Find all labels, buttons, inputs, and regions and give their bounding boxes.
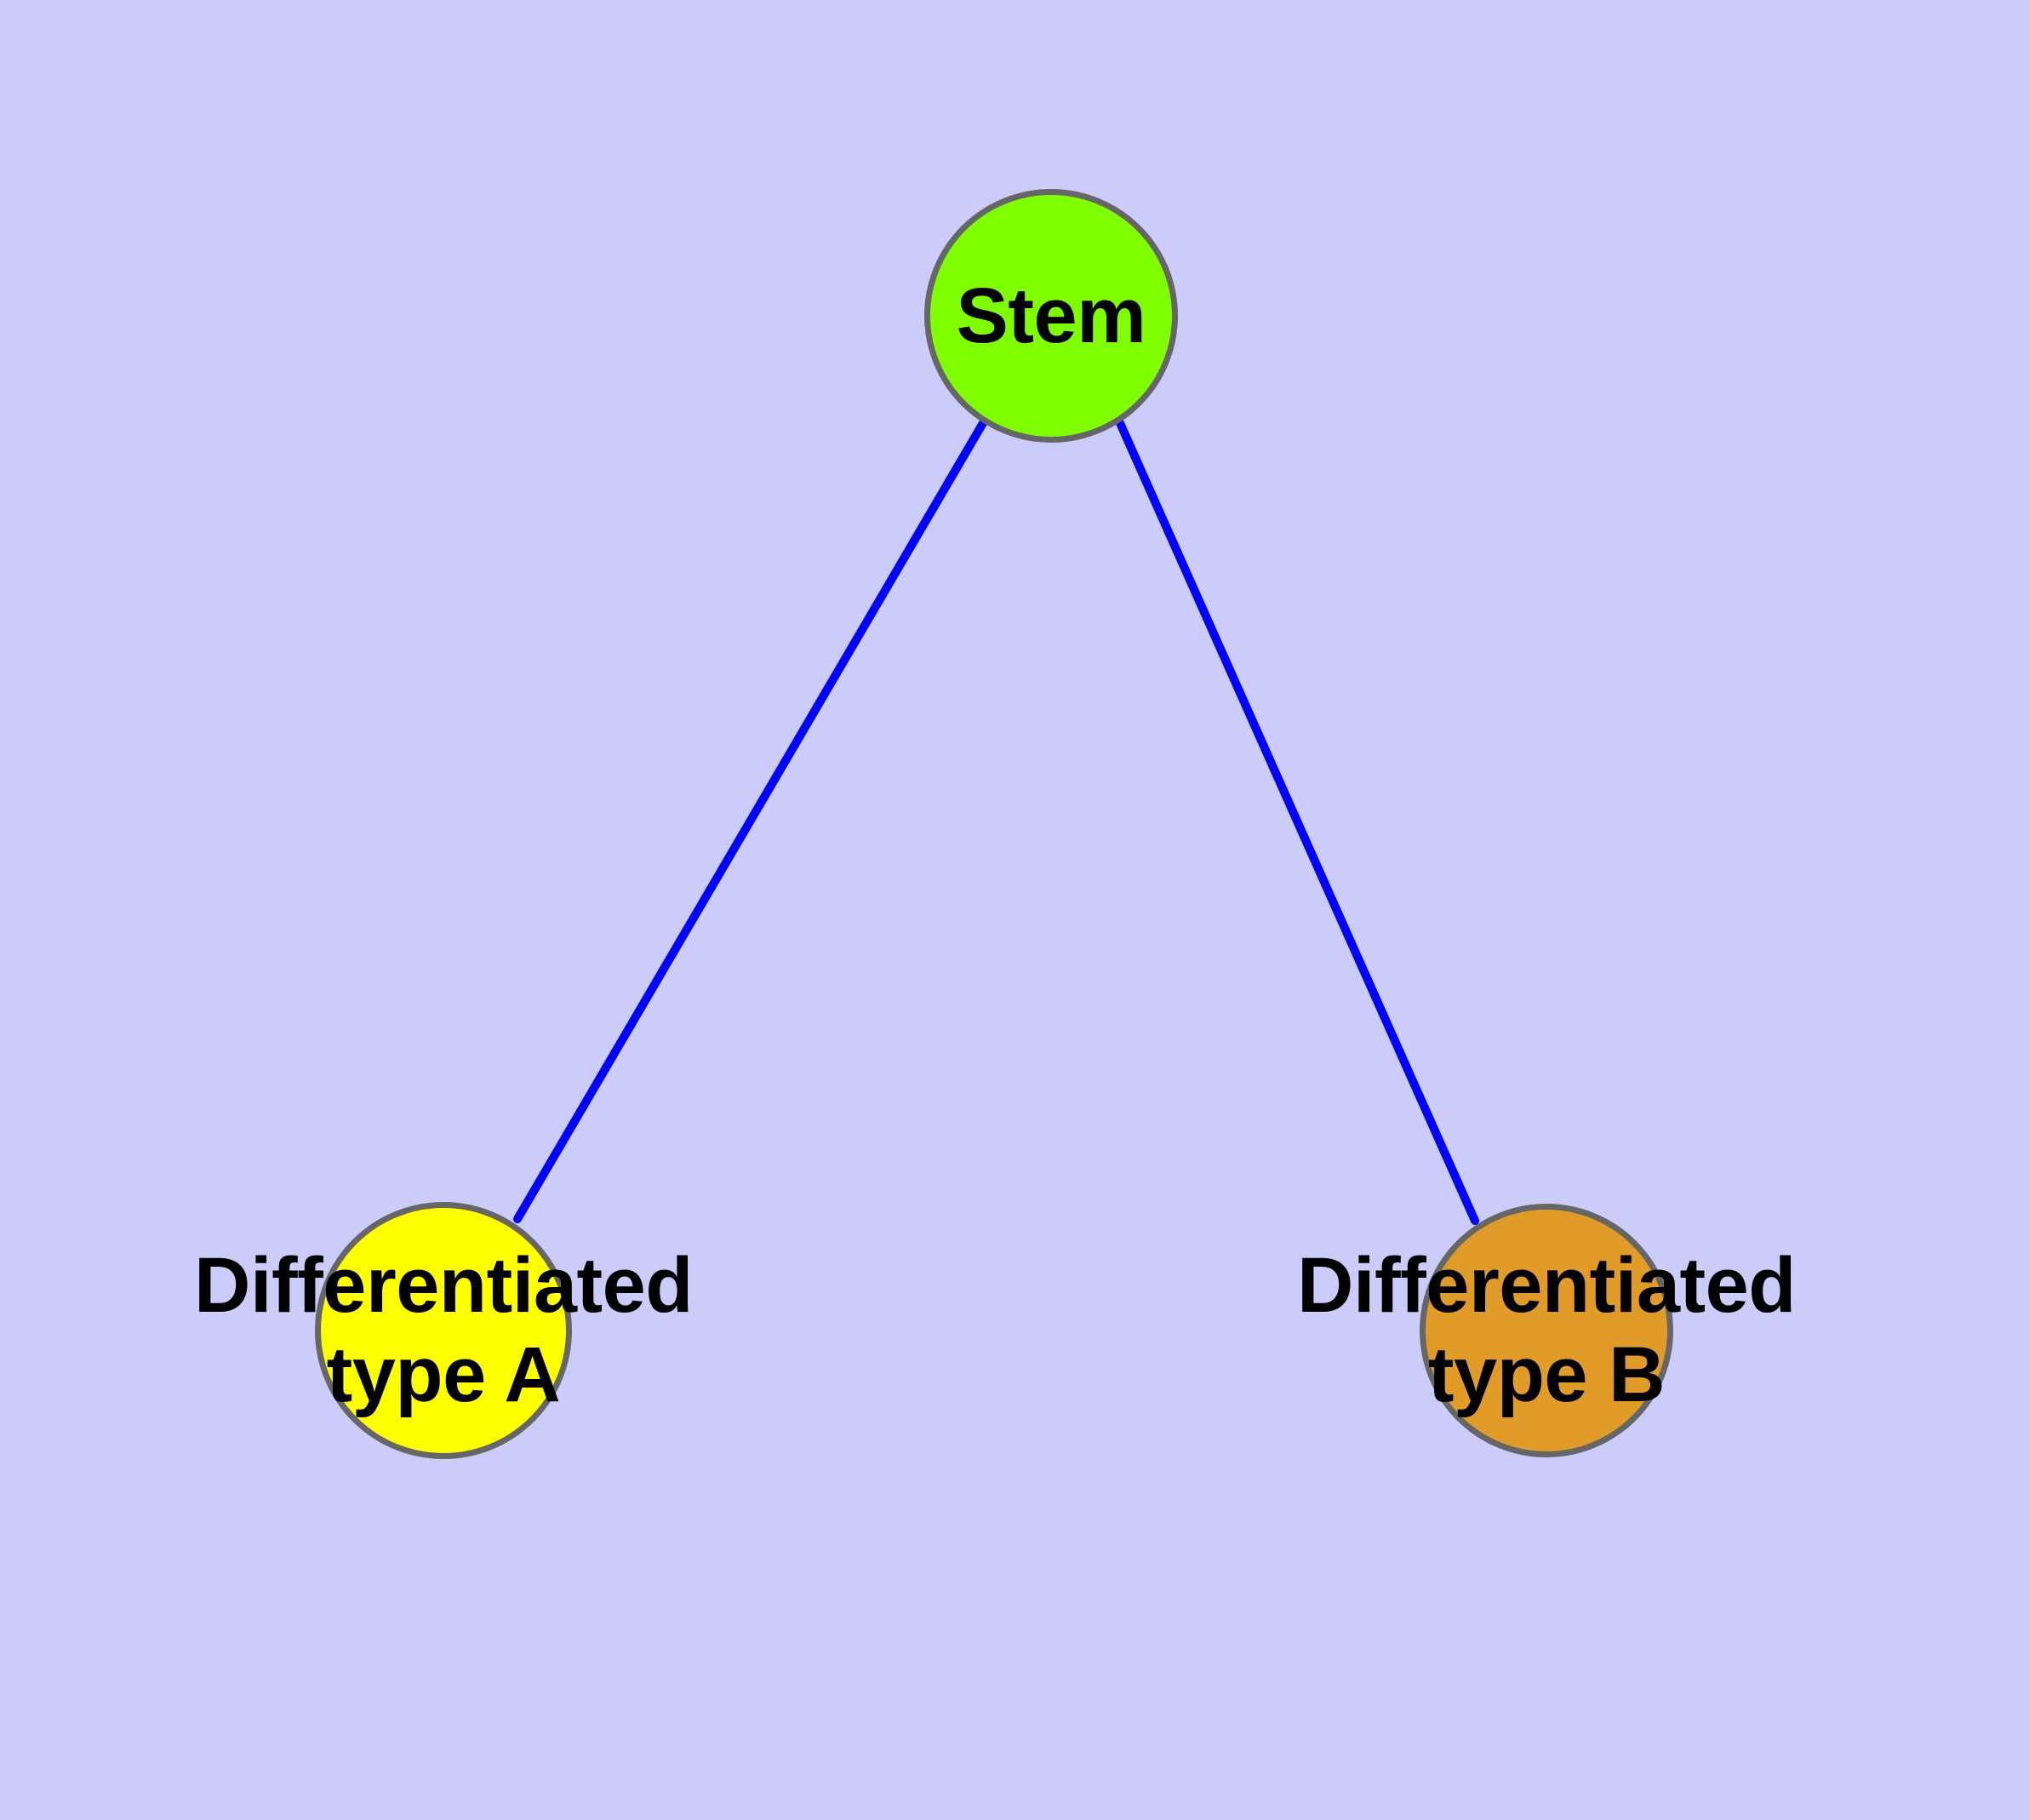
- node-differentiated-type-a[interactable]: [315, 1202, 572, 1459]
- edge-stem-to-differentiated-type-a[interactable]: [513, 419, 987, 1223]
- edge-stem-to-differentiated-type-b[interactable]: [1116, 419, 1479, 1225]
- node-differentiated-type-b[interactable]: [1420, 1204, 1673, 1457]
- node-stem[interactable]: [924, 189, 1178, 443]
